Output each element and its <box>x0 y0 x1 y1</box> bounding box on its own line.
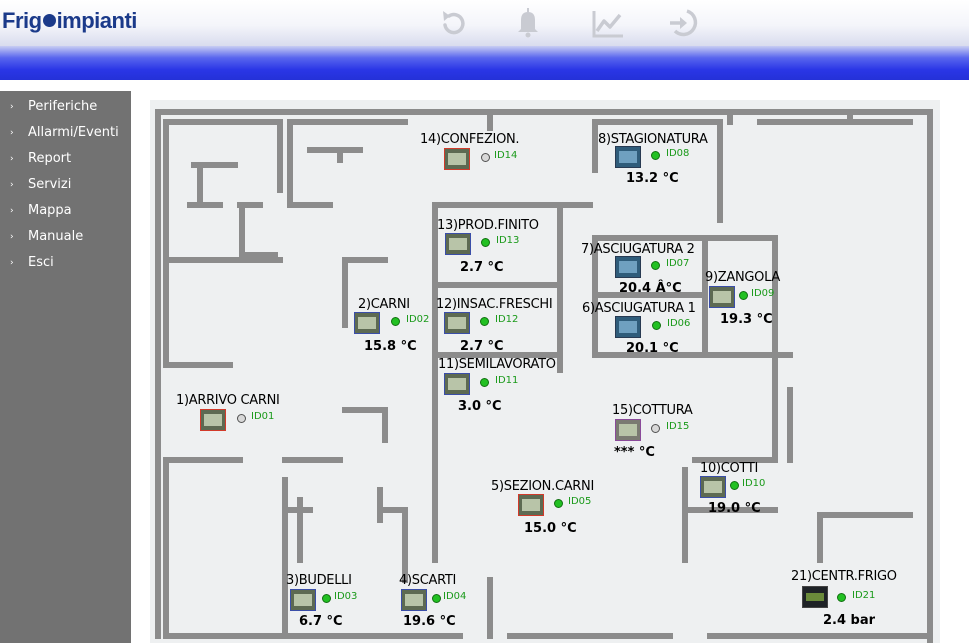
controller-device-icon[interactable] <box>709 286 735 308</box>
floor-plan-map: 14)CONFEZION. ID14 8)STAGIONATURA ID08 1… <box>150 100 940 643</box>
chevron-right-icon: › <box>10 258 14 268</box>
chevron-right-icon: › <box>10 206 14 216</box>
controller-device-icon[interactable] <box>444 148 470 170</box>
controller-device-icon[interactable] <box>200 409 226 431</box>
status-indicator <box>837 593 846 602</box>
status-indicator <box>554 499 563 508</box>
sidebar-item-mappa[interactable]: › Mappa <box>0 199 131 223</box>
controller-device-icon[interactable] <box>354 312 380 334</box>
controller-device-icon[interactable] <box>700 476 726 498</box>
status-indicator <box>481 153 490 162</box>
status-indicator <box>432 594 441 603</box>
status-indicator <box>739 291 748 300</box>
controller-device-icon[interactable] <box>290 589 316 611</box>
sidebar-item-manuale[interactable]: › Manuale <box>0 225 131 249</box>
status-indicator <box>391 317 400 326</box>
refresh-icon[interactable] <box>435 5 471 41</box>
controller-device-icon[interactable] <box>615 146 641 168</box>
sidebar-item-servizi[interactable]: › Servizi <box>0 173 131 197</box>
chart-line-icon[interactable] <box>590 5 626 41</box>
bell-icon[interactable] <box>510 5 546 41</box>
header-banner <box>0 46 969 80</box>
status-indicator <box>730 481 739 490</box>
chevron-right-icon: › <box>10 180 14 190</box>
controller-device-icon[interactable] <box>444 312 470 334</box>
login-icon[interactable] <box>667 5 703 41</box>
status-indicator <box>651 261 660 270</box>
chevron-right-icon: › <box>10 154 14 164</box>
controller-device-icon[interactable] <box>802 586 828 608</box>
controller-device-icon[interactable] <box>401 589 427 611</box>
sidebar-item-allarmi-eventi[interactable]: › Allarmi/Eventi <box>0 121 131 145</box>
status-indicator <box>651 424 660 433</box>
controller-device-icon[interactable] <box>445 233 471 255</box>
status-indicator <box>481 238 490 247</box>
sidebar-item-periferiche[interactable]: › Periferiche <box>0 95 131 119</box>
controller-device-icon[interactable] <box>518 494 544 516</box>
floor-plan-walls <box>155 109 933 643</box>
status-indicator <box>480 317 489 326</box>
sidebar-item-report[interactable]: › Report <box>0 147 131 171</box>
controller-device-icon[interactable] <box>615 316 641 338</box>
sidebar-item-esci[interactable]: › Esci <box>0 251 131 275</box>
status-indicator <box>237 414 246 423</box>
controller-device-icon[interactable] <box>444 373 470 395</box>
chevron-right-icon: › <box>10 102 14 112</box>
status-indicator <box>652 321 661 330</box>
sidebar-menu: › Periferiche › Allarmi/Eventi › Report … <box>0 91 131 643</box>
status-indicator <box>480 378 489 387</box>
controller-device-icon[interactable] <box>615 256 641 278</box>
status-indicator <box>322 594 331 603</box>
status-indicator <box>651 151 660 160</box>
chevron-right-icon: › <box>10 232 14 242</box>
chevron-right-icon: › <box>10 128 14 138</box>
controller-device-icon[interactable] <box>615 419 641 441</box>
